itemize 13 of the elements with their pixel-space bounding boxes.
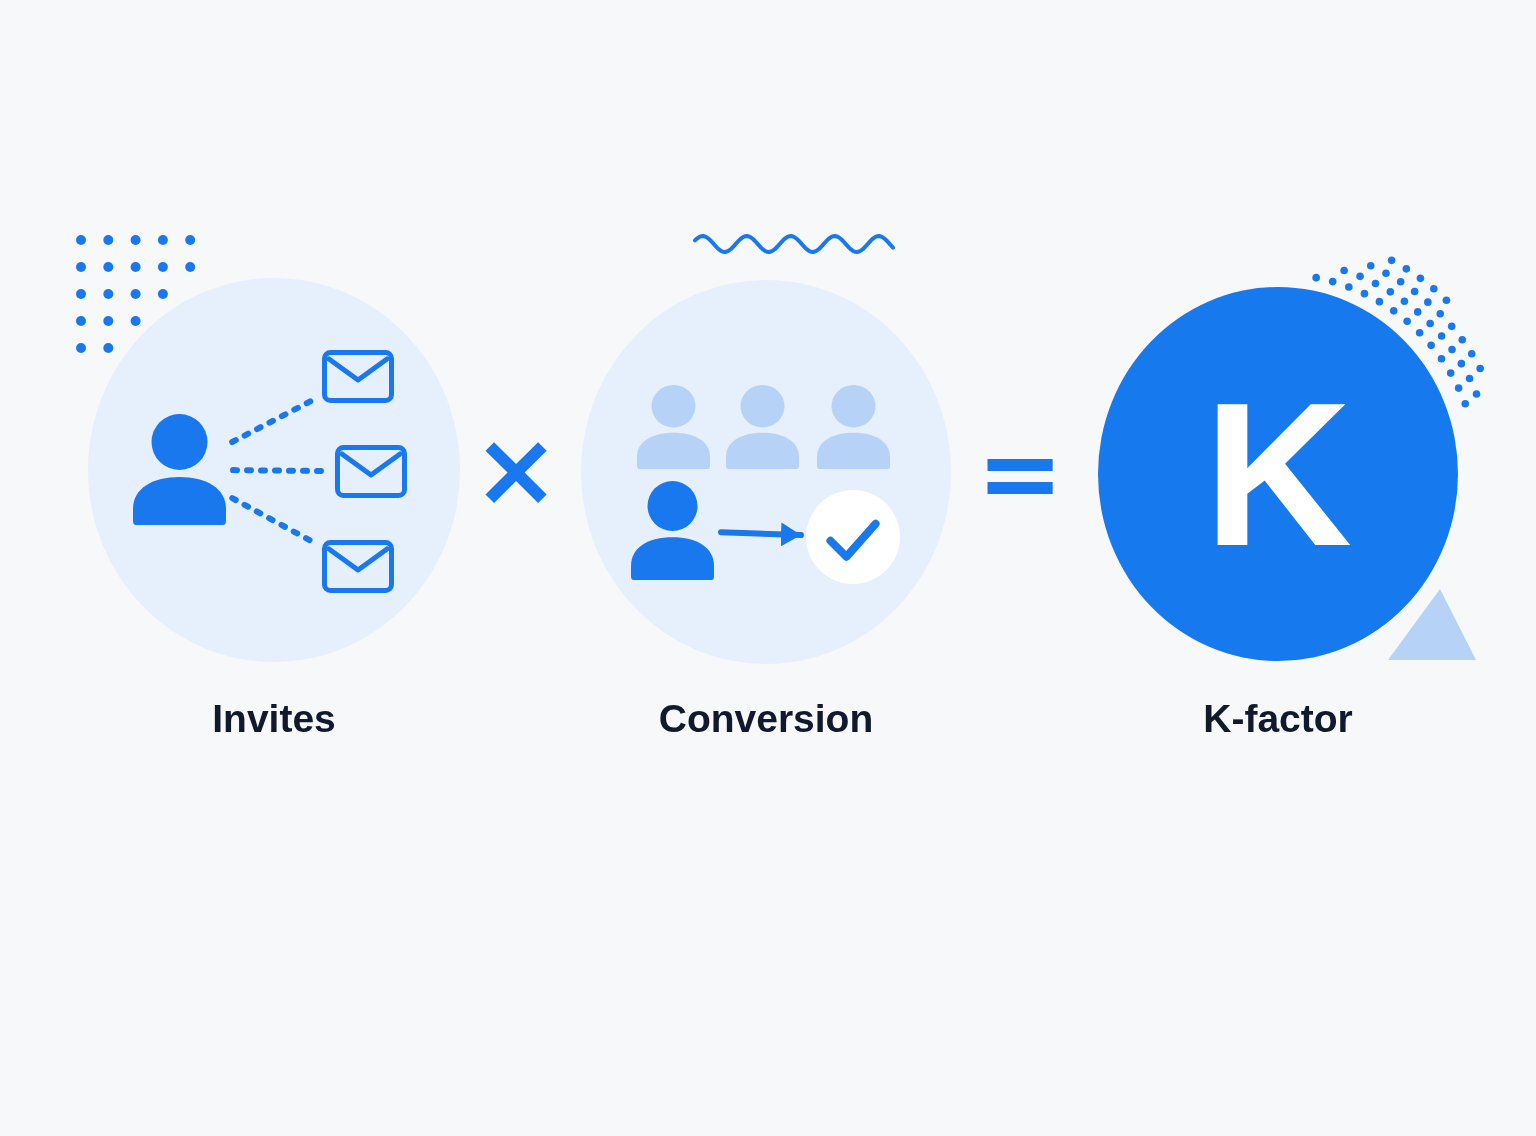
operator-sign: ×	[472, 436, 560, 502]
circle-letter: K	[1204, 397, 1352, 551]
envelope-icon	[322, 350, 394, 403]
node-label: K-factor	[1203, 699, 1353, 740]
operator-sign: =	[976, 440, 1064, 506]
person-icon	[133, 414, 226, 525]
envelope-icon	[322, 540, 394, 593]
person-icon	[631, 481, 714, 580]
check-circle-icon	[806, 490, 900, 584]
node-label: Invites	[212, 699, 336, 740]
arrow	[718, 522, 804, 547]
node-label: Conversion	[658, 699, 874, 740]
envelope-icon	[335, 445, 407, 498]
